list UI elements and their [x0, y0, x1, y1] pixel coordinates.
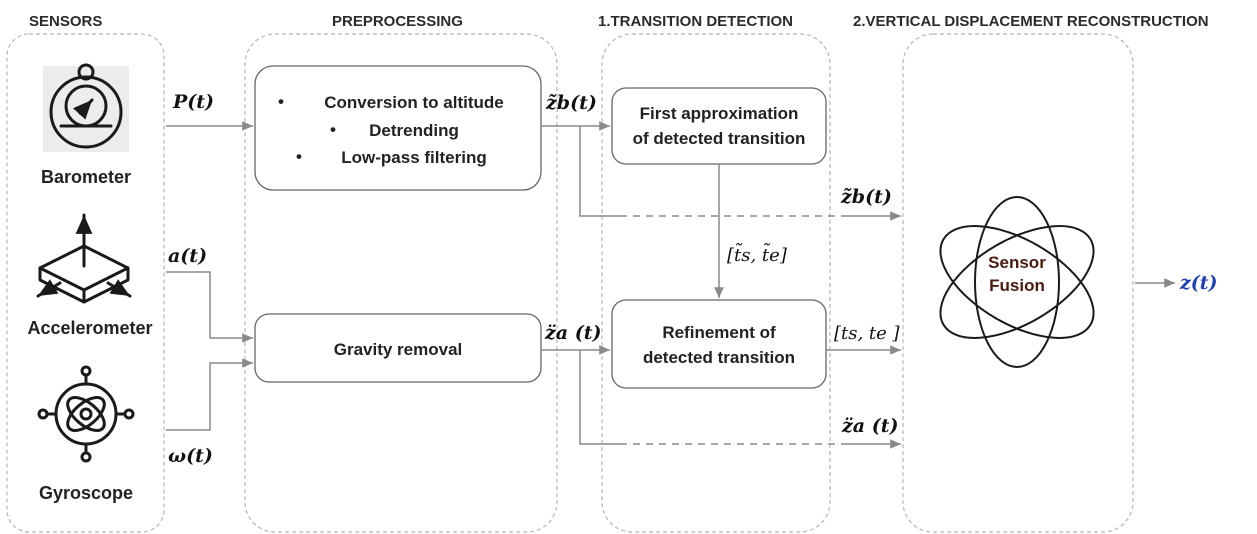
gyroscope-label: Gyroscope	[39, 483, 133, 503]
acceleration-arrow	[166, 271, 253, 343]
transition-column	[601, 33, 831, 533]
sensor-fusion-icon	[939, 196, 1095, 368]
header-vertical-reconstruction: 2.VERTICAL DISPLACEMENT RECONSTRUCTION	[853, 13, 1209, 30]
gravity-removal-label: Gravity removal	[334, 340, 463, 359]
preprocessing-column	[244, 33, 558, 533]
barometer-icon	[43, 63, 129, 152]
refinement-box	[611, 299, 827, 389]
za-branch	[579, 350, 620, 445]
first-approximation-line1: First approximation	[640, 104, 799, 123]
header-transition-detection: 1.TRANSITION DETECTION	[598, 13, 793, 30]
refinement-line2: detected transition	[643, 348, 795, 367]
reconstruction-column	[902, 33, 1134, 533]
angular-rate-signal-label: ω(t)	[168, 445, 213, 467]
step-conversion: Conversion to altitude	[324, 93, 503, 112]
gyroscope-icon	[37, 365, 135, 463]
output-signal-label: z(t)	[1179, 272, 1218, 294]
za-signal-label: z̈a (t)	[544, 322, 601, 344]
approx-interval-label: [t̃s, t̃e]	[727, 243, 788, 266]
za-output-label: z̈a (t)	[841, 415, 898, 437]
first-approximation-line2: of detected transition	[633, 129, 806, 148]
refinement-line1: Refinement of	[662, 323, 776, 342]
step-detrending: Detrending	[369, 121, 459, 140]
zb-branch	[579, 126, 620, 217]
step-lowpass: Low-pass filtering	[341, 148, 486, 167]
zb-output-label: z̃b(t)	[840, 186, 892, 208]
altitude-preprocessing-box	[254, 65, 542, 191]
fusion-line2: Fusion	[989, 276, 1045, 295]
accelerometer-icon	[36, 213, 132, 304]
bullet-3: •	[296, 147, 302, 166]
sensors-column	[6, 33, 165, 533]
gravity-removal-box	[254, 313, 542, 383]
refined-interval-label: [ts, te ]	[834, 323, 901, 344]
barometer-label: Barometer	[41, 167, 131, 187]
zb-signal-label: z̃b(t)	[545, 92, 597, 114]
angular-rate-arrow	[166, 358, 253, 431]
bullet-2: •	[330, 120, 336, 139]
fusion-line1: Sensor	[988, 253, 1046, 272]
header-preprocessing: PREPROCESSING	[332, 13, 463, 30]
first-approximation-box	[611, 87, 827, 165]
accelerometer-label: Accelerometer	[27, 318, 152, 338]
header-sensors: SENSORS	[29, 13, 102, 30]
pressure-signal-label: P(t)	[172, 91, 214, 113]
acceleration-signal-label: a(t)	[168, 245, 207, 267]
bullet-1: •	[278, 92, 284, 111]
